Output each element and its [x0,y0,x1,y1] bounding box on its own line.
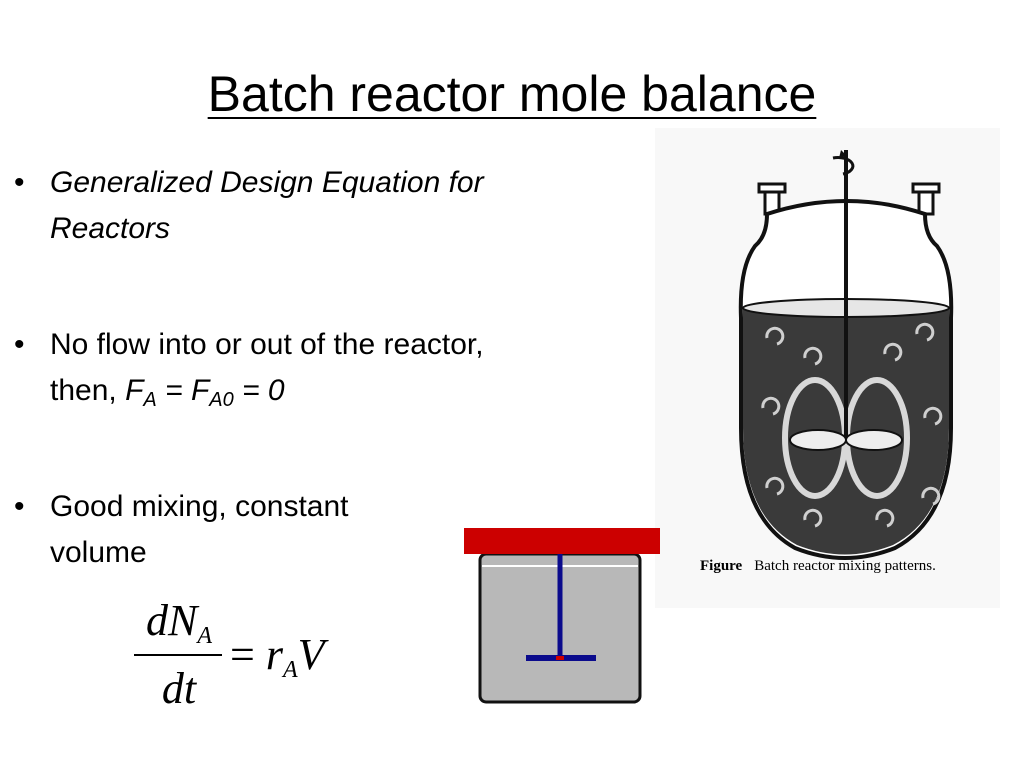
formula-numerator: dNA [134,596,224,649]
schematic-hub [556,656,564,660]
slide-title-text: Batch reactor mole balance [207,66,817,122]
bullet-no-flow: • No flow into or out of the reactor, th… [14,322,484,414]
rate-sub: A [282,657,298,683]
bullet-text-lead: No flow into or out of the reactor, then… [50,328,484,407]
bullet-text: Good mixing, constant volume [50,490,349,569]
equals-zero: = 0 [233,374,285,407]
bullet-text: Generalized Design Equation for Reactors [50,166,484,245]
impeller-right-blade [845,429,903,451]
eddy-marks [761,322,943,528]
num-main: dN [145,596,198,645]
rotation-arrow-icon [832,156,855,176]
formula-rhs: = rAV [230,630,325,683]
fa-subscript: A [143,389,157,411]
bullet-marker: • [14,166,25,199]
schematic-lid [464,528,660,554]
num-sub: A [197,623,213,649]
bullet-text: No flow into or out of the reactor, then… [50,322,484,414]
impeller-left-blade [789,429,847,451]
caption-label: Figure [700,558,743,574]
volume-symbol: V [297,630,325,679]
slide-title: Batch reactor mole balance [0,62,1024,126]
fa0-subscript: A0 [209,389,234,411]
bullet-marker: • [14,490,25,523]
reactor-mixing-drawing [738,150,954,560]
flow-equation: FA = FA0 = 0 [125,374,285,410]
rate-symbol: r [265,630,283,679]
formula-equals: = [230,630,255,679]
bullet-marker: • [14,328,25,361]
fa-symbol: F [125,374,144,407]
bullet-good-mixing: • Good mixing, constant volume [14,484,444,576]
right-nozzle-icon [911,182,941,216]
equals-one: = [156,374,191,407]
caption-text: Batch reactor mixing patterns. [754,558,936,574]
reactor-schematic [462,526,662,708]
figure-caption: Figure Batch reactor mixing patterns. [700,558,936,575]
left-nozzle-icon [757,182,787,216]
formula-denominator: dt [161,664,197,713]
fa0-symbol: F [190,374,210,407]
reactor-schematic-drawing [464,528,660,704]
fraction-bar [134,654,222,656]
bullet-design-equation: • Generalized Design Equation for Reacto… [14,160,524,252]
batch-reactor-figure [655,128,1000,608]
